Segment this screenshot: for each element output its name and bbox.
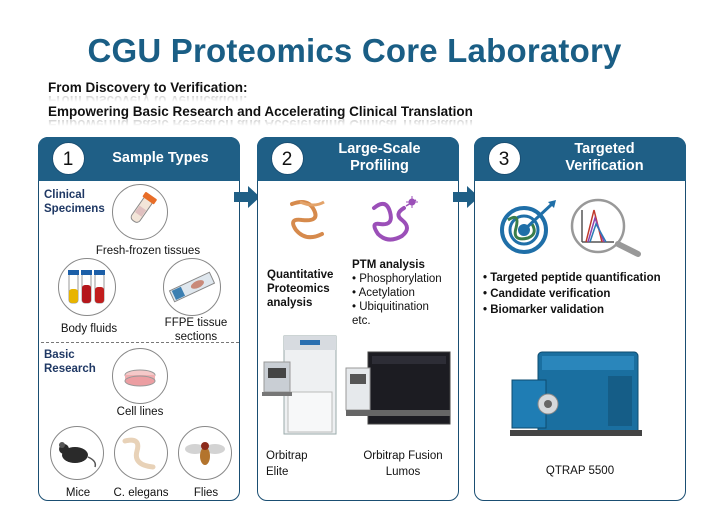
basic-heading: Basic Research: [44, 349, 96, 375]
mice-label: Mice: [65, 487, 91, 499]
arrow-right-icon: [234, 186, 260, 208]
panel-targeted-verification: 3 Targeted Verification: [473, 136, 686, 501]
chromatogram-magnifier-icon: [570, 198, 641, 257]
protein-ribbon-icon: [290, 200, 325, 240]
flies-label: Flies: [193, 487, 219, 499]
panel-large-scale-profiling: 2 Large-Scale Profiling: [256, 136, 459, 501]
panel-title: Targeted Verification: [565, 140, 644, 174]
clinical-heading: Clinical Specimens: [44, 189, 105, 215]
ptm-item: • Ubiquitination: [352, 301, 429, 313]
page-title: CGU Proteomics Core Laboratory: [87, 32, 622, 69]
panel-header: 1 Sample Types: [37, 136, 240, 181]
ptm-list: • Phosphorylation • Acetylation • Ubiqui…: [352, 272, 456, 328]
target-protein-icon: [500, 200, 556, 254]
panel-title: Sample Types: [112, 149, 209, 166]
panel-header: 2 Large-Scale Profiling: [256, 136, 459, 181]
body-fluids-label: Body fluids: [60, 323, 118, 335]
subtitle-reflection-1: From Discovery to Verification:: [48, 93, 248, 102]
ptm-item: • Acetylation: [352, 287, 415, 299]
worm-icon: [114, 426, 168, 480]
subtitle-line-2: Empowering Basic Research and Accelerati…: [48, 104, 473, 119]
orbitrap-fusion-label: Orbitrap Fusion Lumos: [363, 450, 443, 478]
c-elegans-label: C. elegans: [113, 487, 169, 499]
petri-dish-icon: [112, 348, 168, 404]
ptm-item: • Phosphorylation: [352, 273, 442, 285]
panel-header: 3 Targeted Verification: [473, 136, 686, 181]
mouse-icon: [50, 426, 104, 480]
section-divider: [41, 342, 239, 343]
slide-icon: [163, 258, 221, 316]
mass-spectrometer-icon: [345, 351, 451, 425]
tube-icon: [112, 184, 168, 240]
fresh-frozen-label: Fresh-frozen tissues: [95, 245, 201, 257]
cell-lines-label: Cell lines: [116, 406, 164, 418]
subtitle-line-1: From Discovery to Verification:: [48, 80, 248, 95]
verification-item: • Candidate verification: [483, 288, 611, 300]
qtrap-label: QTRAP 5500: [545, 465, 615, 477]
fly-icon: [178, 426, 232, 480]
step-number: 2: [270, 141, 304, 175]
mass-spectrometer-icon: [510, 351, 642, 436]
ptm-etc: etc.: [352, 315, 371, 327]
orbitrap-elite-label: Orbitrap Elite: [266, 450, 308, 478]
ptm-protein-icon: [372, 196, 418, 242]
verification-item: • Targeted peptide quantification: [483, 272, 661, 284]
ffpe-label: FFPE tissue sections: [164, 317, 228, 343]
step-number: 1: [51, 141, 85, 175]
verification-list: • Targeted peptide quantification • Cand…: [483, 270, 683, 318]
mass-spectrometer-icon: [262, 335, 337, 435]
step-number: 3: [487, 141, 521, 175]
verification-item: • Biomarker validation: [483, 304, 604, 316]
quant-proteomics-label: Quantitative Proteomics analysis: [267, 269, 334, 309]
arrow-right-icon: [453, 186, 479, 208]
subtitle-reflection-2: Empowering Basic Research and Accelerati…: [48, 117, 473, 126]
ptm-heading: PTM analysis: [352, 259, 425, 271]
blood-tubes-icon: [58, 258, 116, 316]
panel-title: Large-Scale Profiling: [338, 140, 421, 174]
